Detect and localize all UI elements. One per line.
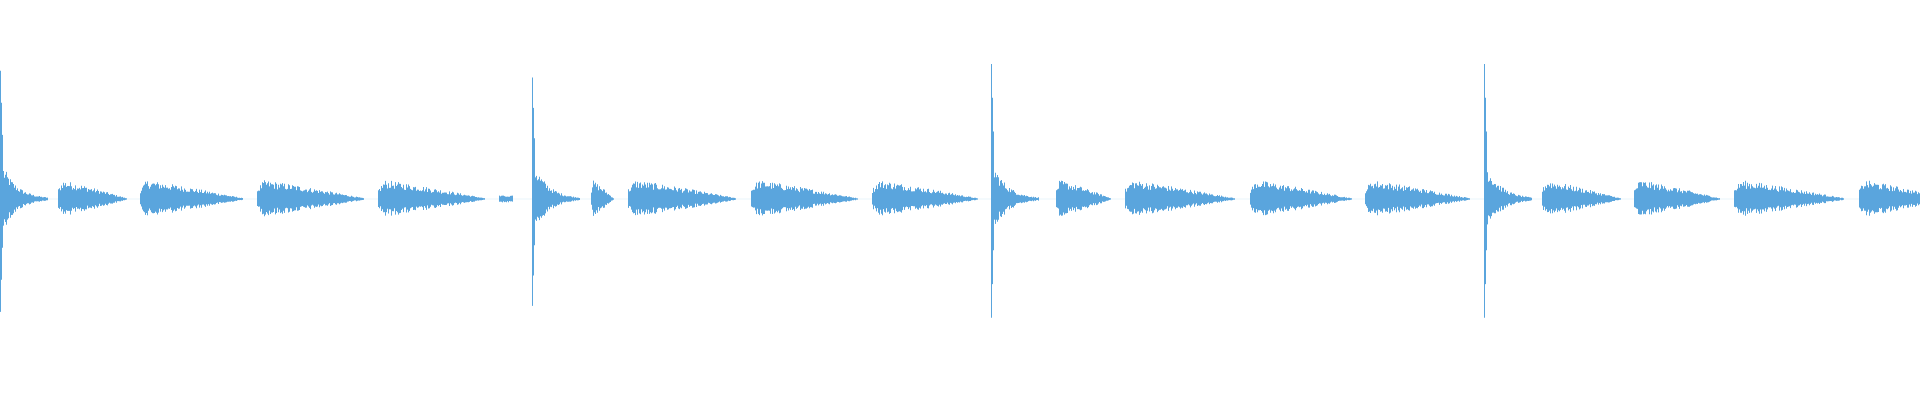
- waveform-path: [0, 64, 1920, 318]
